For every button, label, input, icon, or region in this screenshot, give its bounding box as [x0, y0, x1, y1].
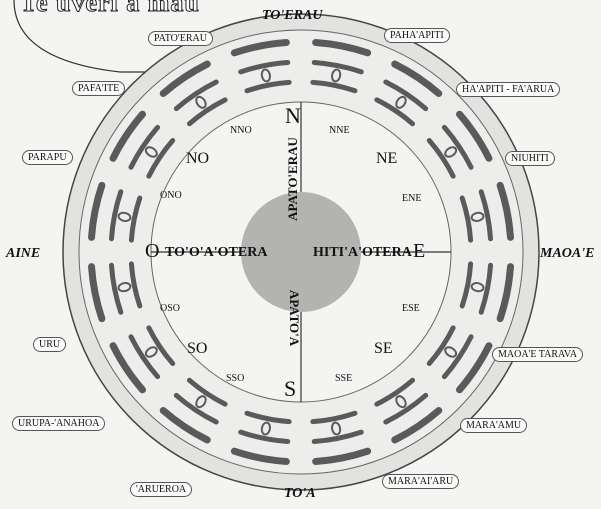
point-SSO: SSO — [226, 373, 244, 384]
point-SE: SE — [374, 340, 393, 358]
point-SSE: SSE — [335, 373, 352, 384]
wind-uru: URU — [33, 337, 66, 352]
wind-mara-ai-aru: MARA'AI'ARU — [382, 474, 459, 489]
point-NNE: NNE — [329, 125, 350, 136]
point-S: S — [284, 376, 296, 402]
point-ENE: ENE — [402, 193, 421, 204]
point-NNO: NNO — [230, 125, 252, 136]
wind-east: MAOA'E — [540, 246, 594, 262]
point-NE: NE — [376, 150, 397, 168]
direction-west: TO'O'A'OTERA — [165, 245, 267, 261]
direction-south: APATO'A — [286, 290, 302, 346]
corner-title: Te uveri a mau — [0, 0, 250, 38]
wind-pafa-ite: PAFA'ITE — [72, 81, 125, 96]
point-N: N — [285, 103, 301, 129]
wind-mara-amu: MARA'AMU — [460, 418, 527, 433]
point-ONO: ONO — [160, 190, 182, 201]
point-OSO: OSO — [160, 303, 180, 314]
point-SO: SO — [187, 340, 207, 358]
direction-north: APATO'ERAU — [285, 137, 301, 221]
wind-maoa-e-tarava: MAOA'E TARAVA — [492, 347, 583, 362]
wind-arueroa: 'ARUEROA — [130, 482, 192, 497]
wind-parapu: PARAPU — [22, 150, 73, 165]
direction-east: HITI'A'OTERA — [313, 245, 412, 261]
point-NO: NO — [186, 150, 209, 168]
wind-north: TO'ERAU — [262, 8, 322, 24]
wind-west: AINE — [6, 246, 40, 262]
point-O: O — [145, 240, 159, 263]
wind-south: TO'A — [284, 486, 316, 502]
point-ESE: ESE — [402, 303, 420, 314]
wind-niuhiti: NIUHITI — [505, 151, 555, 166]
wind-pato-erau: PATO'ERAU — [148, 31, 213, 46]
wind-paha-apiti: PAHA'APITI — [384, 28, 450, 43]
wind-urupa-anahoa: URUPA-'ANAHOA — [12, 416, 105, 431]
wind-ha-apiti-fa-arua: HA'APITI - FA'ARUA — [456, 82, 560, 97]
point-E: E — [413, 240, 425, 263]
